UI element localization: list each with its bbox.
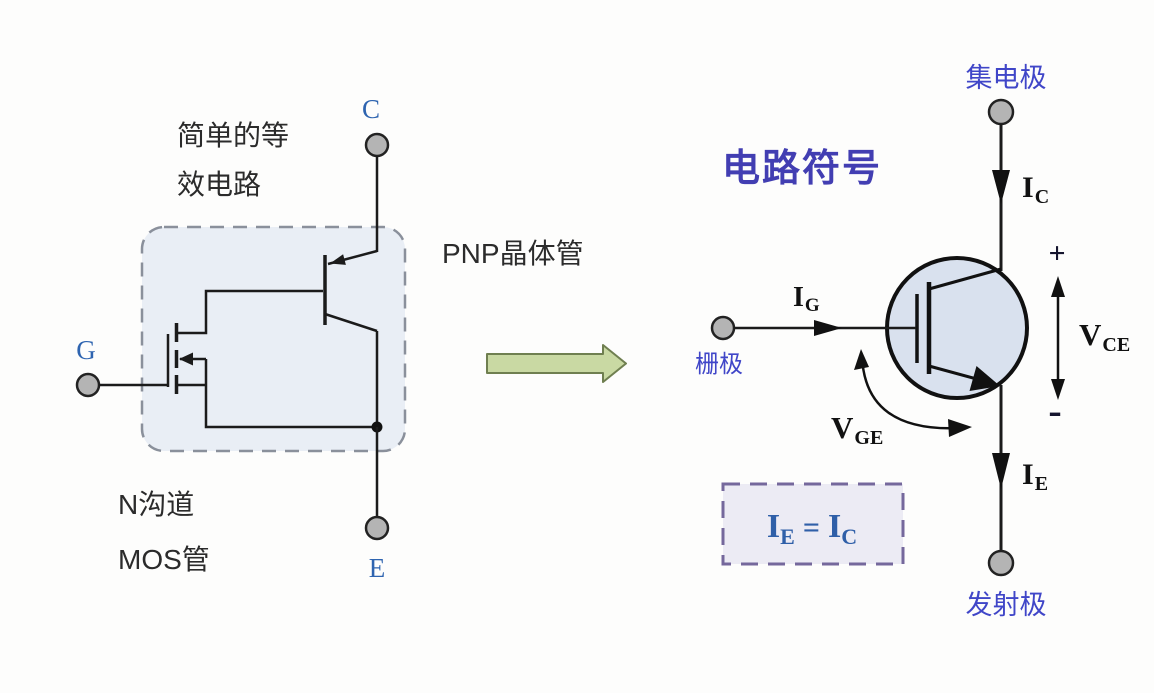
formula-text: IE=IC <box>767 508 857 549</box>
left-emitter-terminal <box>364 515 390 541</box>
pnp-emitter-arrow <box>330 254 346 265</box>
vce-sub: CE <box>1102 334 1130 356</box>
ie-label: IE <box>1022 458 1048 495</box>
nmos-body-arrow <box>179 352 193 366</box>
ic-base: I <box>1022 171 1034 204</box>
formula-box: IE=IC <box>721 482 905 566</box>
igbt-symbol-internals <box>915 267 1002 391</box>
ic-sub: C <box>1035 186 1049 208</box>
vce-arrowhead-down <box>1051 379 1065 400</box>
nmos-annotation-line2: MOS管 <box>118 544 210 575</box>
gate-cjk-label: 栅极 <box>695 351 743 378</box>
vce-minus-sign: - <box>1048 388 1061 433</box>
right-collector-terminal <box>987 98 1015 126</box>
igbt-emitter-arrow <box>969 366 1000 391</box>
left-caption-line2: 效电路 <box>177 169 261 200</box>
collector-cjk-label: 集电极 <box>966 63 1047 93</box>
left-gate-label: G <box>76 335 96 365</box>
vce-arrowhead-up <box>1051 276 1065 297</box>
vge-sub: GE <box>854 427 883 449</box>
ic-label: IC <box>1022 171 1049 208</box>
ig-label: IG <box>793 282 820 316</box>
formula-rhs-base: I <box>828 508 841 545</box>
vge-curved-arrow-shaft <box>860 355 962 430</box>
nmos-transistor-symbol <box>166 323 208 394</box>
vce-base: V <box>1079 317 1102 352</box>
vce-plus-sign: + <box>1048 237 1065 270</box>
formula-dashed-border <box>721 482 905 566</box>
left-collector-label: C <box>362 94 380 124</box>
formula-equals: = <box>803 511 820 544</box>
pnp-annotation: PNP晶体管 <box>442 238 584 269</box>
left-gate-terminal <box>75 372 101 398</box>
ic-current-arrow <box>992 170 1010 204</box>
vge-base: V <box>831 410 854 445</box>
ig-current-arrow <box>814 320 842 336</box>
green-transform-arrow-icon <box>486 344 627 383</box>
vce-measurement: + - VCE <box>1048 237 1130 433</box>
vge-arrowhead-right <box>948 419 972 437</box>
ie-sub: E <box>1035 473 1048 495</box>
ie-base: I <box>1022 458 1034 491</box>
ie-current-arrow <box>992 453 1010 489</box>
formula-lhs-base: I <box>767 508 780 545</box>
equivalent-circuit-dashed-box <box>140 225 407 453</box>
emitter-cjk-label: 发射极 <box>966 590 1047 620</box>
left-emitter-label: E <box>369 553 386 583</box>
formula-rhs-sub: C <box>841 524 857 549</box>
left-collector-terminal <box>364 132 390 158</box>
right-gate-terminal <box>710 315 736 341</box>
right-emitter-terminal <box>987 549 1015 577</box>
drain-to-base-wire <box>177 289 323 335</box>
vge-measurement: VGE <box>831 349 972 449</box>
vce-label: VCE <box>1079 317 1130 356</box>
vge-arrowhead-up <box>854 349 869 370</box>
right-circuit-symbol: 电路符号 集电极 IC 栅极 IG IE 发射极 + <box>695 63 1130 620</box>
ig-sub: G <box>805 295 820 316</box>
left-equivalent-circuit: 简单的等 效电路 C <box>75 94 584 583</box>
formula-lhs-sub: E <box>780 524 795 549</box>
ig-base: I <box>793 282 804 313</box>
pnp-transistor-symbol <box>323 249 379 427</box>
vge-label: VGE <box>831 410 883 449</box>
pnp-collector-lead <box>324 312 378 333</box>
source-to-emitter-wire <box>204 385 372 429</box>
igbt-collector-lead <box>928 267 1002 291</box>
left-caption-line1: 简单的等 <box>177 120 289 151</box>
nmos-annotation-line1: N沟道 <box>118 489 194 520</box>
right-title: 电路符号 <box>722 148 882 190</box>
